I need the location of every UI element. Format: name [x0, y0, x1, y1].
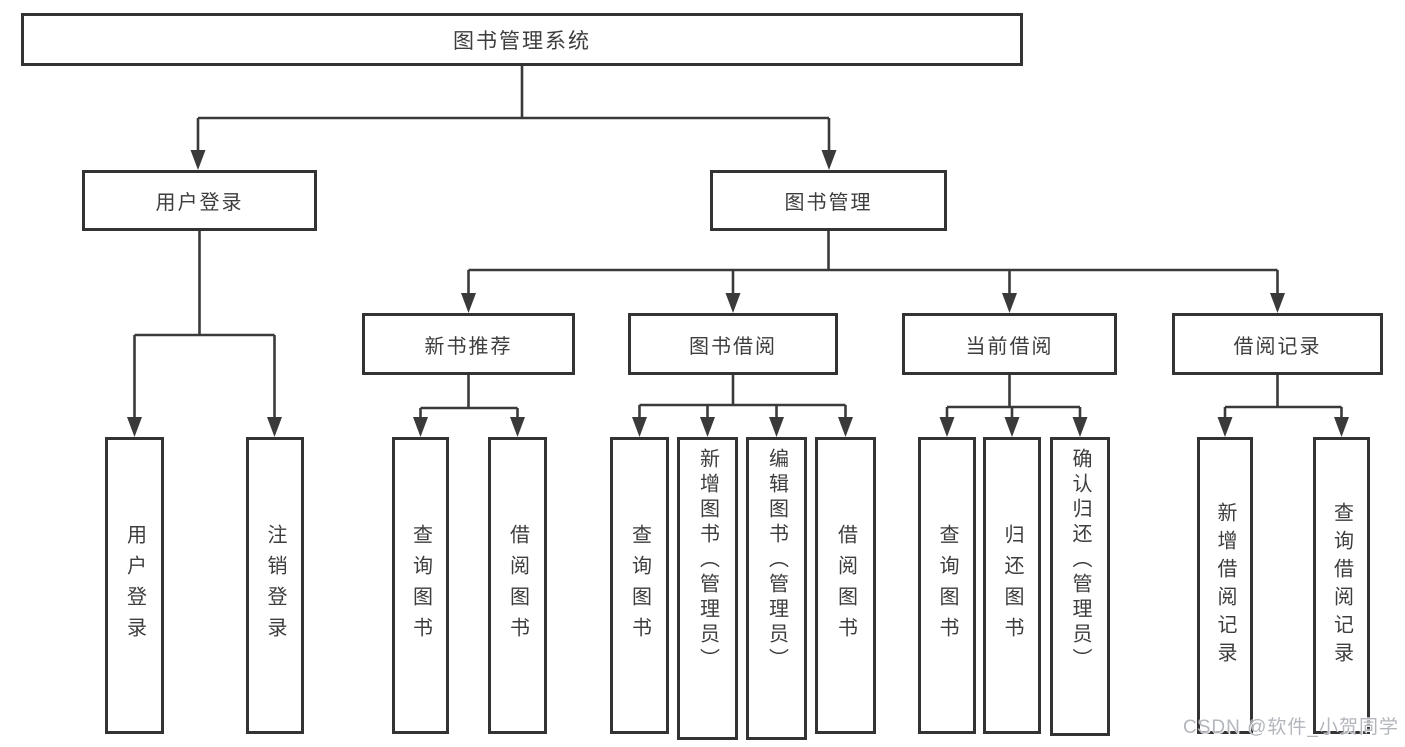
node-user-login-label: 用户登录	[155, 192, 244, 214]
node-book-borrow-label: 图书借阅	[689, 335, 777, 358]
leaf-confirm-return-admin-label: 确认归还（管理员）	[1069, 448, 1091, 673]
leaf-query-borrow-record-label: 查询借阅记录	[1330, 501, 1353, 670]
node-current-borrow-label: 当前借阅	[965, 335, 1054, 358]
node-book-management-label: 图书管理	[784, 192, 873, 214]
node-root-library-system: 图书管理系统	[21, 13, 1023, 66]
leaf-borrow-book-newrec-label: 借阅图书	[506, 523, 529, 648]
leaf-add-book-admin: 新增图书（管理员）	[677, 437, 738, 740]
leaf-user-login: 用户登录	[105, 437, 164, 734]
leaf-logout: 注销登录	[246, 437, 304, 734]
leaf-add-borrow-record-label: 新增借阅记录	[1214, 501, 1236, 670]
leaf-edit-book-admin-label: 编辑图书（管理员）	[765, 448, 788, 673]
node-user-login: 用户登录	[82, 170, 317, 231]
csdn-watermark: CSDN @软件_小贺同学	[1183, 717, 1399, 738]
leaf-add-borrow-record: 新增借阅记录	[1197, 437, 1253, 734]
leaf-borrow-book-borrow-label: 借阅图书	[834, 523, 857, 648]
node-book-management: 图书管理	[710, 170, 947, 231]
leaf-return-book: 归还图书	[983, 437, 1041, 734]
node-new-book-recommend: 新书推荐	[362, 313, 575, 375]
leaf-add-book-admin-label: 新增图书（管理员）	[696, 448, 719, 673]
leaf-query-book-borrow: 查询图书	[610, 437, 669, 734]
node-root-label: 图书管理系统	[453, 29, 591, 53]
leaf-query-borrow-record: 查询借阅记录	[1313, 437, 1370, 734]
leaf-query-book-borrow-label: 查询图书	[628, 523, 651, 648]
leaf-logout-label: 注销登录	[264, 523, 286, 648]
node-current-borrow: 当前借阅	[902, 313, 1117, 375]
leaf-query-book-newrec: 查询图书	[392, 437, 449, 734]
node-borrow-records-label: 借阅记录	[1233, 335, 1322, 358]
node-borrow-records: 借阅记录	[1172, 313, 1383, 375]
leaf-return-book-label: 归还图书	[1001, 523, 1023, 648]
leaf-borrow-book-borrow: 借阅图书	[815, 437, 876, 734]
leaf-confirm-return-admin: 确认归还（管理员）	[1050, 437, 1110, 736]
leaf-query-book-newrec-label: 查询图书	[409, 523, 432, 648]
leaf-user-login-label: 用户登录	[123, 523, 146, 648]
node-new-book-recommend-label: 新书推荐	[424, 335, 513, 358]
node-book-borrow: 图书借阅	[628, 313, 838, 375]
leaf-borrow-book-newrec: 借阅图书	[488, 437, 547, 734]
leaf-query-book-current: 查询图书	[918, 437, 976, 734]
leaf-edit-book-admin: 编辑图书（管理员）	[746, 437, 807, 740]
leaf-query-book-current-label: 查询图书	[936, 523, 958, 648]
